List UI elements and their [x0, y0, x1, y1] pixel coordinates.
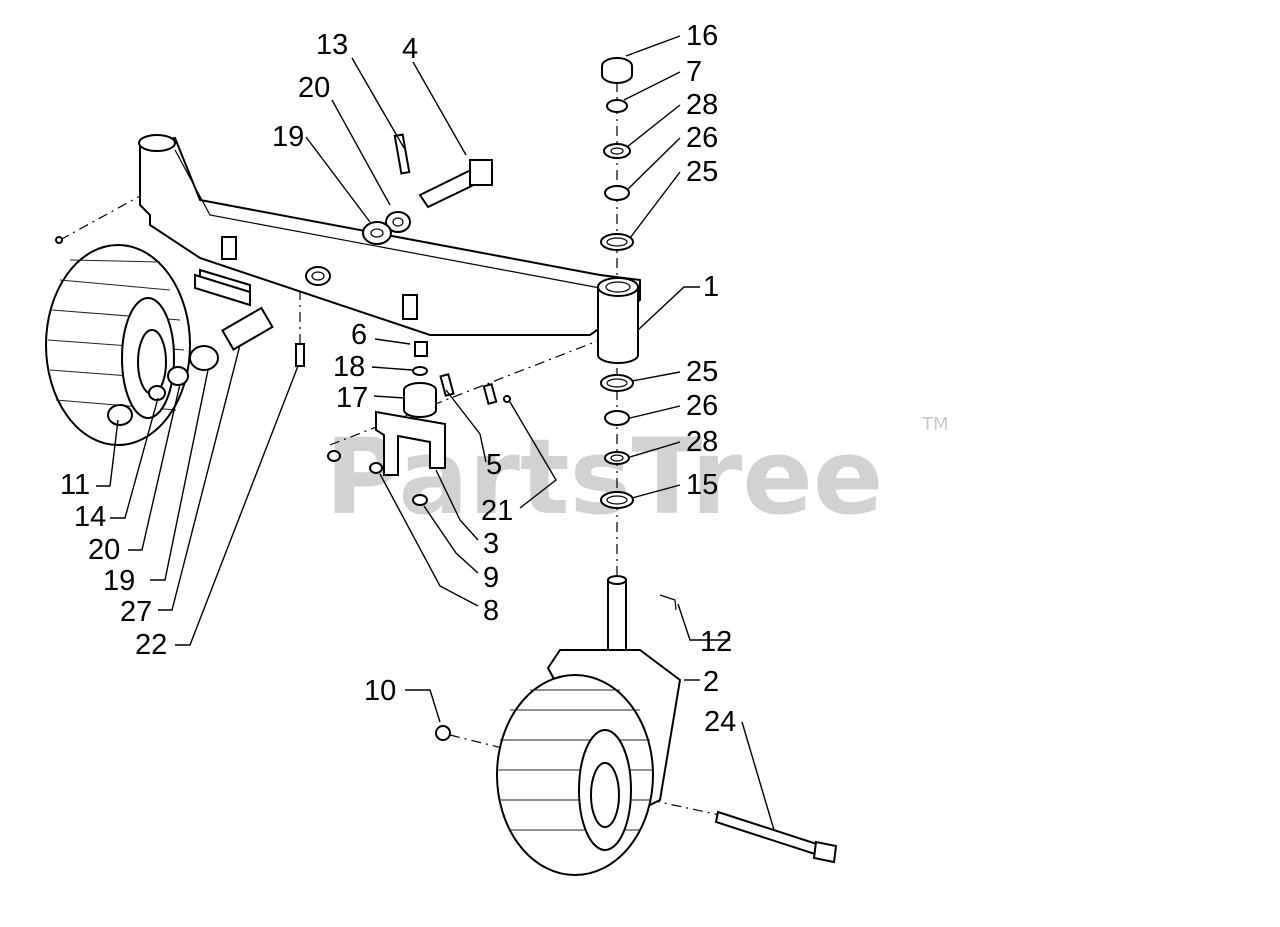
callout-9: 9 [483, 562, 499, 594]
callout-28-upper: 28 [686, 89, 718, 121]
callout-21: 21 [481, 495, 513, 527]
lower-bearing-stack [600, 374, 634, 509]
callout-26-lower: 26 [686, 390, 718, 422]
callout-11: 11 [60, 469, 90, 501]
bracket-parts [55, 236, 511, 506]
leader-lines [96, 35, 775, 831]
callout-4: 4 [402, 33, 418, 65]
callout-10: 10 [364, 675, 396, 707]
callout-16: 16 [686, 20, 718, 52]
callout-28-lower: 28 [686, 426, 718, 458]
callout-14: 14 [74, 501, 106, 533]
callout-24: 24 [704, 706, 736, 738]
callout-19-top: 19 [272, 121, 304, 153]
upper-bearing-stack [600, 57, 634, 251]
pivot-tube [597, 277, 639, 364]
callout-25-upper: 25 [686, 156, 718, 188]
top-pin-parts [362, 133, 493, 245]
callout-6: 6 [351, 319, 367, 351]
callout-20-top: 20 [298, 72, 330, 104]
callout-19-left: 19 [103, 565, 135, 597]
callout-20-left: 20 [88, 534, 120, 566]
callout-8: 8 [483, 595, 499, 627]
watermark-trademark: TM [921, 414, 949, 435]
callout-3: 3 [483, 528, 499, 560]
callout-26-upper: 26 [686, 122, 718, 154]
callout-18: 18 [333, 351, 365, 383]
axle-axis-right [649, 799, 721, 816]
callout-15: 15 [686, 469, 718, 501]
callout-7: 7 [686, 56, 702, 88]
callout-25-lower: 25 [686, 356, 718, 388]
caster-wheel [435, 575, 838, 876]
callout-5: 5 [486, 449, 502, 481]
callout-12: 12 [700, 626, 732, 658]
callout-17: 17 [336, 382, 368, 414]
callout-labels: 16 7 28 26 25 1 25 26 28 15 12 2 24 10 1… [60, 20, 736, 738]
callout-1: 1 [703, 271, 719, 303]
callout-13: 13 [316, 29, 348, 61]
left-spindle-parts [148, 273, 305, 401]
callout-22: 22 [135, 629, 167, 661]
callout-27: 27 [120, 596, 152, 628]
callout-2: 2 [703, 666, 719, 698]
left-wheel [45, 244, 191, 446]
